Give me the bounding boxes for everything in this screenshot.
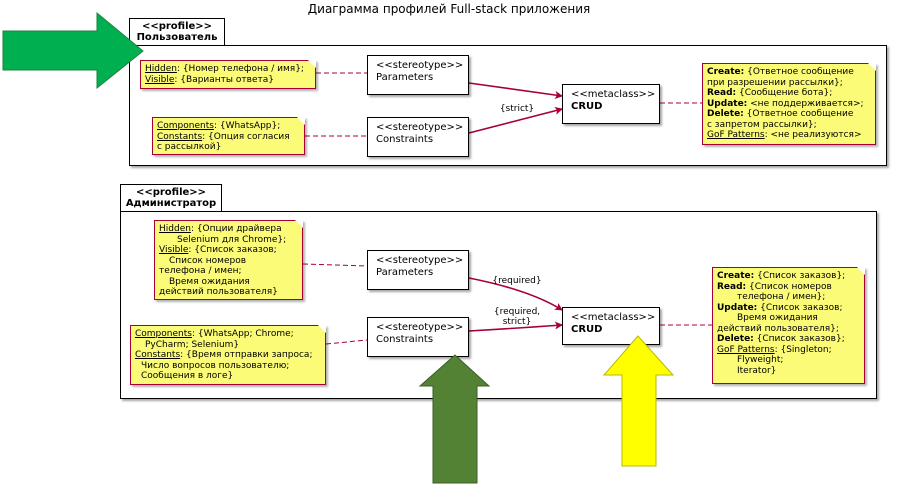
note-value: Iterator} bbox=[737, 365, 777, 376]
dark-green-up-arrow-icon bbox=[418, 354, 491, 484]
user-parameters-name: Parameters bbox=[376, 72, 434, 83]
user-profile-tab: <<profile>> Пользователь bbox=[129, 18, 225, 46]
admin-constraints-crud-edge bbox=[468, 321, 563, 332]
note-value: : {Время отправки запроса; bbox=[180, 350, 313, 360]
note-value: {Ответное сообщение bbox=[743, 109, 854, 119]
note-value: Время ожидания bbox=[169, 276, 250, 287]
user-crud-note: Create: {Ответное сообщение при разрешен… bbox=[702, 63, 876, 145]
note-value: действий пользователя}; bbox=[717, 323, 839, 334]
note-value: : {Список заказов; bbox=[188, 245, 277, 255]
note-key: GoF Patterns bbox=[707, 130, 765, 140]
note-key: GoF Patterns bbox=[717, 344, 775, 355]
note-key: Components bbox=[135, 329, 192, 339]
admin-parameters-stereotype: <<stereotype>> bbox=[376, 255, 464, 266]
note-key: Components bbox=[157, 121, 214, 131]
note-value: Время ожидания bbox=[737, 313, 818, 323]
note-value: : {Опция согласия bbox=[202, 131, 290, 142]
user-parameters-stereotype: <<stereotype>> bbox=[376, 60, 464, 71]
note-value: : {Singleton; bbox=[774, 344, 832, 355]
note-value: {Список заказов; bbox=[757, 302, 843, 313]
admin-parameters-name: Parameters bbox=[376, 267, 434, 278]
edge-label-line: strict} bbox=[502, 317, 532, 327]
admin-params-note-link bbox=[302, 263, 368, 267]
note-value: Flyweight; bbox=[737, 355, 784, 365]
user-constraints-stereotype: <<stereotype>> bbox=[376, 122, 464, 133]
note-key: Constants bbox=[157, 131, 203, 142]
note-value: {Список номеров bbox=[746, 281, 832, 292]
note-value: {Список заказов}; bbox=[753, 334, 845, 344]
admin-params-note: Hidden: {Опции драйвера Selenium для Chr… bbox=[154, 220, 303, 300]
note-key: Update: bbox=[717, 302, 758, 313]
note-value: {Список заказов}; bbox=[754, 271, 846, 281]
note-key: Create: bbox=[707, 67, 745, 77]
note-value: <не поддерживается>; bbox=[747, 98, 864, 109]
edge-label-line: {required, bbox=[493, 307, 541, 317]
note-value: : {WhatsApp}; bbox=[213, 121, 281, 131]
admin-required-strict-label: {required, strict} bbox=[488, 307, 546, 327]
note-value: Сообщения в логе} bbox=[141, 371, 234, 381]
admin-constraints-note: Components: {WhatsApp; Chrome; PyCharm; … bbox=[130, 325, 326, 385]
note-value: Selenium для Chrome}; bbox=[177, 234, 287, 245]
note-value: с рассылкой} bbox=[157, 142, 222, 152]
admin-profile-name: Администратор bbox=[125, 198, 217, 209]
note-value: : {WhatsApp; Chrome; bbox=[191, 329, 294, 339]
user-parameters-box: <<stereotype>> Parameters bbox=[367, 55, 469, 95]
admin-profile-stereotype: <<profile>> bbox=[135, 187, 207, 198]
admin-constraints-name: Constraints bbox=[376, 334, 434, 345]
note-value: : {Варианты ответа} bbox=[174, 74, 274, 85]
user-constraints-note: Components: {WhatsApp}; Constants: {Опци… bbox=[152, 117, 305, 155]
admin-crud-box: <<metaclass>> CRUD bbox=[562, 307, 660, 345]
note-value: Список номеров bbox=[169, 255, 247, 266]
user-crud-name: CRUD bbox=[571, 101, 603, 112]
note-value: {Ответное сообщение bbox=[744, 67, 854, 77]
admin-profile-tab: <<profile>> Администратор bbox=[120, 184, 222, 212]
note-value: действий пользователя} bbox=[159, 287, 278, 297]
yellow-up-arrow-icon bbox=[602, 335, 675, 467]
admin-constraints-note-link bbox=[325, 339, 368, 345]
note-key: Read: bbox=[707, 88, 737, 98]
note-value: : {Опции драйвера bbox=[190, 224, 282, 234]
note-key: Hidden bbox=[145, 64, 177, 74]
admin-crud-stereotype: <<metaclass>> bbox=[571, 312, 656, 323]
user-profile-name: Пользователь bbox=[136, 32, 218, 43]
user-params-crud-edge bbox=[468, 82, 563, 99]
admin-params-crud-edge bbox=[468, 277, 563, 311]
admin-required-label: {required} bbox=[492, 276, 542, 286]
admin-crud-note: Create: {Список заказов}; Read: {Список … bbox=[712, 267, 865, 384]
user-constraints-box: <<stereotype>> Constraints bbox=[367, 117, 469, 157]
note-value: телефона / имен}; bbox=[737, 292, 826, 302]
note-key: Update: bbox=[707, 98, 748, 109]
note-key: Read: bbox=[717, 281, 747, 292]
note-key: Create: bbox=[717, 271, 755, 281]
note-value: телефона / имен; bbox=[159, 266, 242, 276]
note-value: {Сообщение бота}; bbox=[736, 88, 833, 98]
note-value: : {Номер телефона / имя}; bbox=[176, 64, 304, 74]
note-key: Delete: bbox=[707, 109, 744, 119]
user-params-note: Hidden: {Номер телефона / имя}; Visible:… bbox=[140, 60, 316, 89]
diagram-title: Диаграмма профилей Full-stack приложения bbox=[307, 2, 591, 16]
user-profile-stereotype: <<profile>> bbox=[141, 21, 213, 32]
note-key: Hidden bbox=[159, 224, 191, 234]
user-strict-label: {strict} bbox=[499, 104, 535, 114]
green-right-arrow-icon bbox=[2, 11, 144, 90]
note-key: Constants bbox=[135, 350, 181, 360]
user-crud-stereotype: <<metaclass>> bbox=[571, 89, 656, 100]
note-value: : <не реализуются> bbox=[764, 130, 862, 140]
admin-parameters-box: <<stereotype>> Parameters bbox=[367, 250, 469, 290]
note-value: при разрешении рассылки}; bbox=[707, 77, 843, 88]
user-constraints-crud-edge bbox=[468, 106, 563, 134]
user-crud-box: <<metaclass>> CRUD bbox=[562, 84, 660, 124]
admin-crud-name: CRUD bbox=[571, 324, 603, 335]
admin-constraints-box: <<stereotype>> Constraints bbox=[367, 317, 469, 357]
note-value: с запретом рассылки}; bbox=[707, 119, 817, 130]
admin-constraints-stereotype: <<stereotype>> bbox=[376, 322, 464, 333]
note-value: Число вопросов пользователю; bbox=[141, 360, 290, 371]
note-key: Delete: bbox=[717, 334, 754, 344]
note-key: Visible bbox=[159, 245, 189, 255]
note-value: PyCharm; Selenium} bbox=[145, 339, 240, 350]
note-key: Visible bbox=[145, 74, 175, 85]
user-constraints-name: Constraints bbox=[376, 134, 434, 145]
